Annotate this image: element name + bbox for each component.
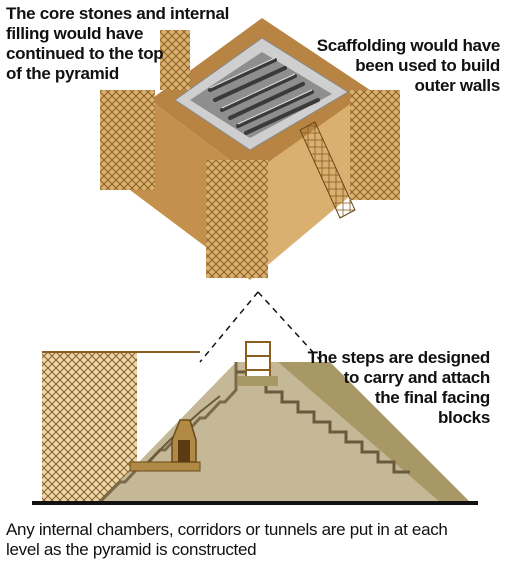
- corridor: [129, 461, 201, 472]
- apex-scaffold: [245, 341, 271, 383]
- scaffold-towers: [100, 30, 400, 278]
- steps-label: The steps are designed to carry and atta…: [307, 348, 491, 428]
- scaffolding-label: Scaffolding would have been used to buil…: [316, 36, 501, 96]
- steps-line-1: The steps are designed: [307, 348, 491, 367]
- scaffolding-line-3: outer walls: [414, 76, 500, 95]
- core-stones-label: The core stones and internal filling wou…: [6, 4, 229, 84]
- cross-section: [32, 291, 478, 505]
- scaffolding-line-2: been used to build: [355, 56, 500, 75]
- core-stones-line-3: continued to the top: [6, 44, 164, 63]
- core-stones-line-4: of the pyramid: [6, 64, 119, 83]
- steps-line-3: the final facing: [374, 388, 490, 407]
- core-rods: [208, 58, 320, 135]
- chambers-caption: Any internal chambers, corridors or tunn…: [6, 520, 448, 560]
- core-inner: [190, 52, 332, 138]
- ramp: [299, 121, 356, 219]
- core-stones-line-1: The core stones and internal: [6, 4, 230, 23]
- chambers-line-2: level as the pyramid is constructed: [6, 540, 257, 559]
- isometric-pyramid: [100, 18, 400, 280]
- chambers-line-1: Any internal chambers, corridors or tunn…: [6, 520, 448, 539]
- steps-line-2: to carry and attach: [343, 368, 491, 387]
- right-wall: [250, 95, 375, 280]
- core-stones-line-2: filling would have: [6, 24, 144, 43]
- steps-line-4: blocks: [437, 408, 490, 427]
- scaffolding-line-1: Scaffolding would have: [316, 36, 501, 55]
- internal-steps: [236, 370, 410, 474]
